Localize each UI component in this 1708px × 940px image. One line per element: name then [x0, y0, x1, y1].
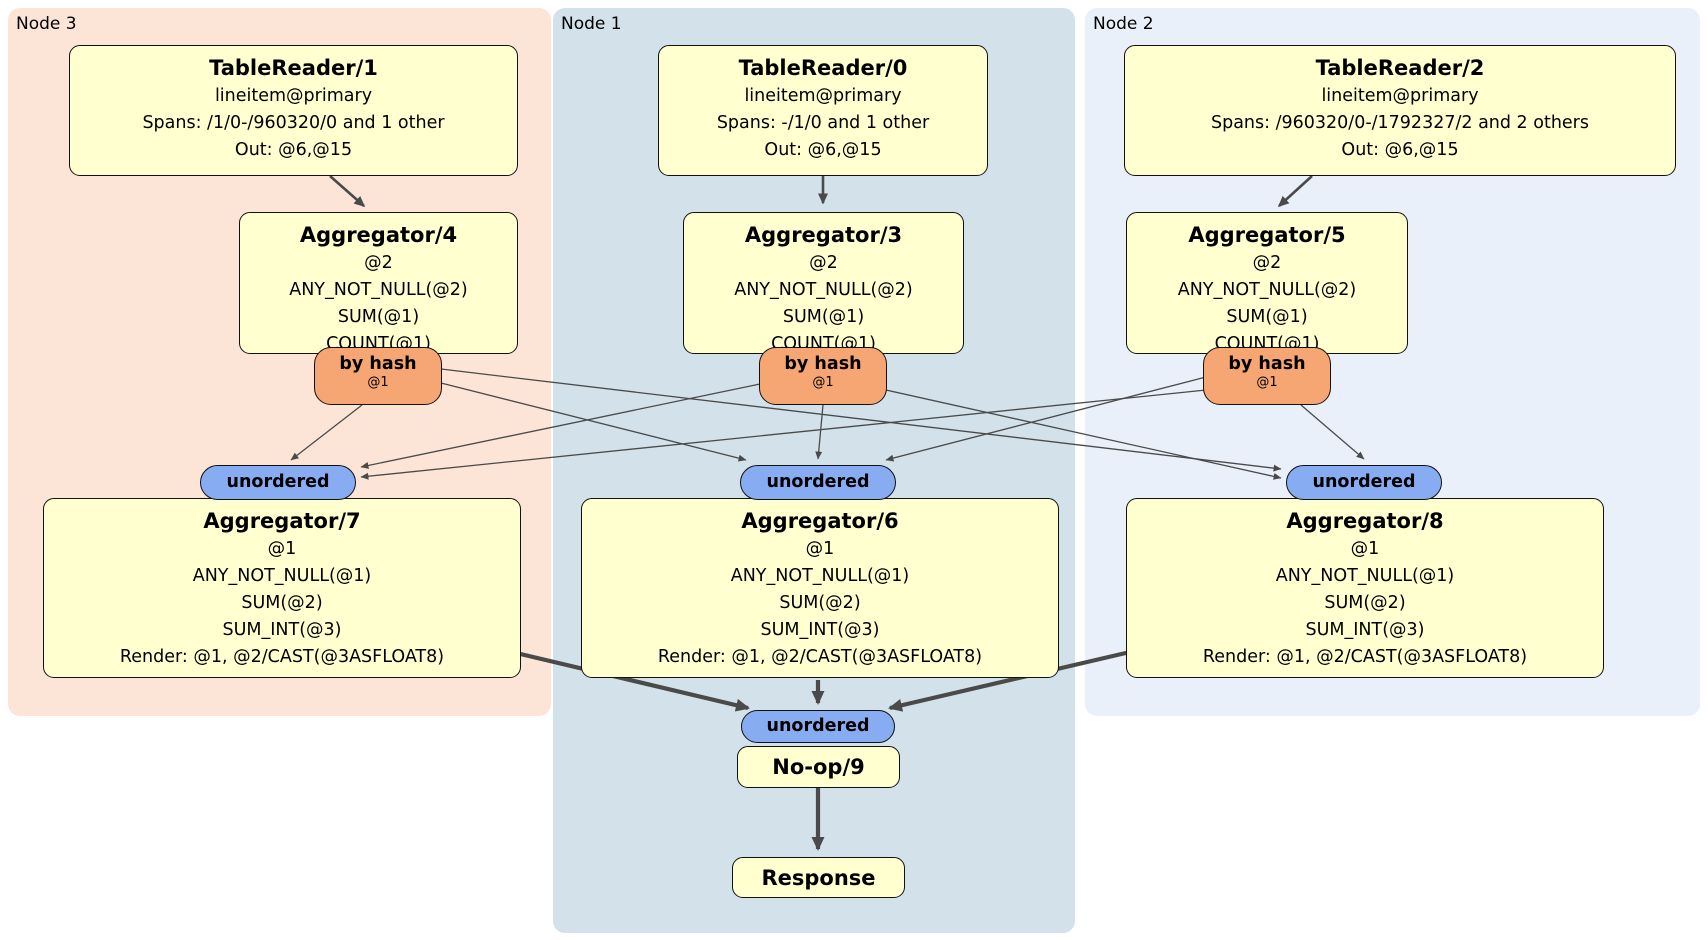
- edge-byhash3-unordered3: [290, 404, 363, 461]
- box-line: SUM_INT(@3): [222, 620, 342, 640]
- box-line: Out: @6,@15: [764, 140, 882, 160]
- noop-box: No-op/9: [737, 746, 900, 788]
- edge-byhash1-unordered2: [885, 389, 1282, 480]
- unordered-badge-node1: unordered: [740, 465, 896, 500]
- box-title: Aggregator/7: [203, 509, 361, 533]
- box-line: @1: [1350, 539, 1380, 559]
- box-line: Out: @6,@15: [1341, 140, 1459, 160]
- box-line: @1: [805, 539, 835, 559]
- by-hash-badge-node3: by hash @1: [314, 347, 442, 405]
- node3-panel-label: Node 3: [16, 14, 77, 34]
- box-line: SUM(@1): [782, 307, 865, 327]
- box-line: Spans: /1/0-/960320/0 and 1 other: [142, 113, 445, 133]
- aggregator-6-box: Aggregator/6 @1 ANY_NOT_NULL(@1) SUM(@2)…: [581, 498, 1059, 678]
- box-line: Out: @6,@15: [234, 140, 353, 160]
- box-line: ANY_NOT_NULL(@2): [1177, 280, 1357, 300]
- response-box: Response: [732, 857, 905, 898]
- box-line: lineitem@primary: [1321, 86, 1479, 106]
- box-line: Render: @1, @2/CAST(@3ASFLOAT8): [119, 647, 445, 667]
- box-line: ANY_NOT_NULL(@1): [730, 566, 910, 586]
- edge-byhash1-unordered3: [360, 383, 761, 469]
- aggregator-8-box: Aggregator/8 @1 ANY_NOT_NULL(@1) SUM(@2)…: [1126, 498, 1604, 678]
- box-title: Aggregator/8: [1286, 509, 1444, 533]
- box-line: SUM(@1): [1226, 307, 1308, 327]
- aggregator-7-box: Aggregator/7 @1 ANY_NOT_NULL(@1) SUM(@2)…: [43, 498, 521, 678]
- box-line: ANY_NOT_NULL(@2): [289, 280, 468, 300]
- box-line: @2: [1252, 253, 1282, 273]
- by-hash-label: by hash: [339, 354, 417, 374]
- node2-panel-label: Node 2: [1093, 14, 1154, 34]
- box-line: ANY_NOT_NULL(@1): [1275, 566, 1455, 586]
- box-line: @2: [809, 253, 838, 273]
- box-line: Render: @1, @2/CAST(@3ASFLOAT8): [1202, 647, 1528, 667]
- edge-byhash3-unordered2: [440, 368, 1282, 472]
- box-line: SUM(@2): [1324, 593, 1406, 613]
- box-line: SUM(@2): [779, 593, 861, 613]
- box-title: TableReader/0: [738, 56, 908, 80]
- aggregator-5-box: Aggregator/5 @2 ANY_NOT_NULL(@2) SUM(@1)…: [1126, 212, 1408, 354]
- box-title: Aggregator/6: [741, 509, 899, 533]
- tablereader-0-box: TableReader/0 lineitem@primary Spans: -/…: [658, 45, 988, 176]
- box-line: lineitem@primary: [744, 86, 902, 106]
- tablereader-2-box: TableReader/2 lineitem@primary Spans: /9…: [1124, 45, 1676, 176]
- box-line: ANY_NOT_NULL(@2): [734, 280, 913, 300]
- by-hash-label: by hash: [1228, 354, 1306, 374]
- edge-byhash1-unordered1: [815, 404, 824, 460]
- box-title: Aggregator/4: [299, 223, 458, 247]
- box-title: TableReader/2: [1315, 56, 1485, 80]
- by-hash-badge-node1: by hash @1: [759, 347, 887, 405]
- box-title: TableReader/1: [209, 56, 378, 80]
- box-title: No-op/9: [772, 755, 865, 779]
- box-line: SUM(@2): [241, 593, 323, 613]
- box-line: SUM(@1): [337, 307, 420, 327]
- by-hash-detail: @1: [812, 375, 834, 390]
- by-hash-badge-node2: by hash @1: [1203, 347, 1331, 405]
- edge-byhash3-unordered1: [440, 382, 747, 462]
- tablereader-1-box: TableReader/1 lineitem@primary Spans: /1…: [69, 45, 518, 176]
- edge-tr1-agg4: [329, 175, 366, 207]
- box-line: Spans: /960320/0-/1792327/2 and 2 others: [1210, 113, 1589, 133]
- edge-byhash2-unordered2: [1300, 404, 1365, 460]
- box-line: Spans: -/1/0 and 1 other: [716, 113, 930, 133]
- edge-byhash2-unordered1: [885, 376, 1207, 462]
- box-line: ANY_NOT_NULL(@1): [192, 566, 372, 586]
- unordered-badge-node3: unordered: [200, 465, 356, 500]
- box-title: Response: [761, 865, 876, 890]
- box-line: SUM_INT(@3): [760, 620, 880, 640]
- box-line: lineitem@primary: [214, 86, 373, 106]
- by-hash-detail: @1: [1256, 375, 1278, 390]
- edge-tr2-agg5: [1277, 175, 1313, 208]
- box-title: Aggregator/3: [744, 223, 903, 247]
- box-line: @1: [267, 539, 297, 559]
- by-hash-detail: @1: [367, 375, 389, 390]
- unordered-badge-final: unordered: [741, 710, 895, 743]
- edge-agg7-unordered-final: [511, 649, 750, 712]
- box-line: Render: @1, @2/CAST(@3ASFLOAT8): [657, 647, 983, 667]
- edge-byhash2-unordered3: [360, 389, 1207, 480]
- box-title: Aggregator/5: [1188, 223, 1346, 247]
- aggregator-4-box: Aggregator/4 @2 ANY_NOT_NULL(@2) SUM(@1)…: [239, 212, 518, 354]
- by-hash-label: by hash: [784, 354, 862, 374]
- edge-agg8-unordered-final: [888, 649, 1131, 712]
- box-line: @2: [364, 253, 393, 273]
- unordered-badge-node2: unordered: [1286, 465, 1442, 500]
- node1-panel-label: Node 1: [561, 14, 622, 34]
- box-line: SUM_INT(@3): [1305, 620, 1425, 640]
- aggregator-3-box: Aggregator/3 @2 ANY_NOT_NULL(@2) SUM(@1)…: [683, 212, 964, 354]
